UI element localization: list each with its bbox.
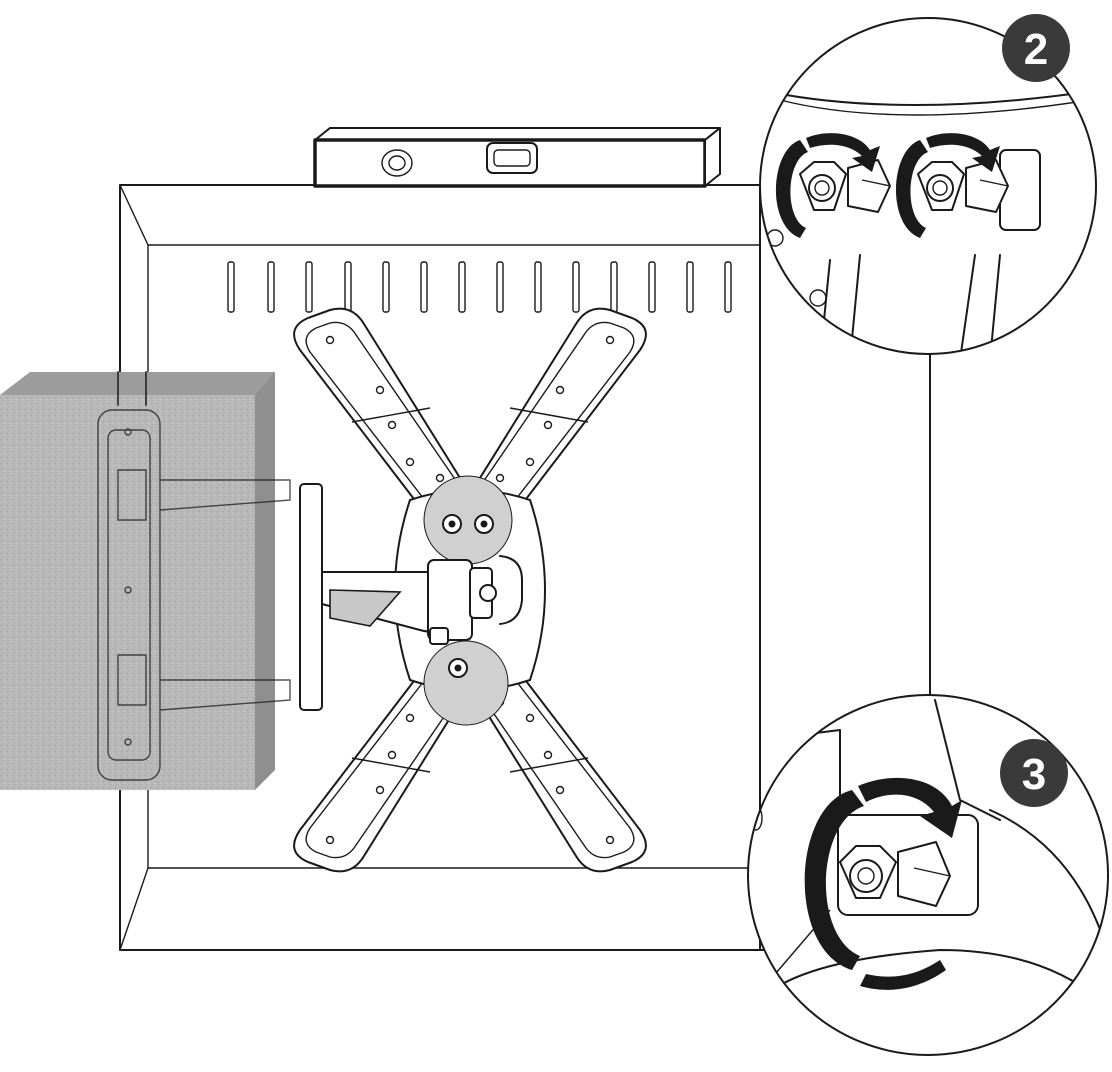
wall-plate	[97, 371, 291, 781]
step-badge-2: 2	[1002, 14, 1070, 82]
step-badge-3: 3	[1000, 739, 1068, 807]
step-number-2: 2	[1024, 25, 1048, 74]
lower-adjustment-zone	[423, 640, 509, 726]
detail-callout-2	[759, 17, 1097, 355]
rotate-arrow-icon	[895, 133, 1000, 238]
upper-adjustment-zone	[423, 475, 513, 565]
step-number-3: 3	[1022, 750, 1046, 799]
rotate-arrow-icon	[804, 777, 962, 990]
ventilation-slots	[227, 261, 732, 313]
rotate-arrow-icon	[775, 133, 880, 238]
wall-section	[0, 372, 275, 790]
spirit-level	[313, 127, 721, 188]
articulating-arm	[299, 483, 523, 711]
